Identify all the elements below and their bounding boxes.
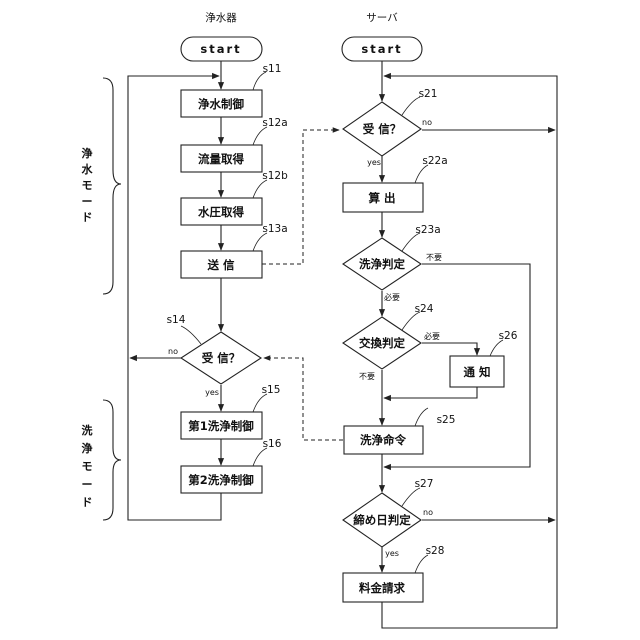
node-s12b-pressure-acquire: 水圧取得 s12b [181, 170, 288, 225]
svg-text:不要: 不要 [426, 253, 442, 262]
svg-text:s11: s11 [263, 63, 282, 75]
svg-text:s15: s15 [262, 384, 281, 396]
svg-text:必要: 必要 [384, 292, 400, 302]
svg-text:算 出: 算 出 [367, 191, 395, 205]
purifier-header: 浄水器 [205, 11, 237, 24]
svg-text:ー: ー [82, 478, 93, 491]
wash-mode-label: 洗 浄 モ ー ド [82, 423, 93, 509]
dashed-link-s13a-s21 [262, 130, 339, 264]
svg-text:モ: モ [82, 179, 93, 192]
node-s27-closing-date-judgment: 締め日判定 s27 no yes [343, 478, 433, 558]
svg-text:不要: 不要 [359, 372, 375, 381]
svg-text:流量取得: 流量取得 [198, 152, 244, 166]
svg-text:start: start [361, 42, 402, 56]
node-s25-wash-command: 洗浄命令 s25 [344, 408, 455, 454]
svg-text:浄水制御: 浄水制御 [198, 97, 244, 111]
node-s14-receive-decision: 受 信？ s14 no yes [167, 314, 261, 397]
node-s11-purification-control: 浄水制御 s11 [181, 63, 281, 117]
svg-text:s27: s27 [415, 478, 434, 490]
connector-s16-loop [128, 76, 221, 520]
connector-s24-s26 [422, 343, 477, 355]
svg-text:ド: ド [82, 211, 93, 224]
node-s22a-calculate: 算 出 s22a [343, 155, 448, 212]
svg-text:洗浄命令: 洗浄命令 [360, 433, 406, 447]
svg-text:必要: 必要 [424, 331, 440, 341]
dashed-link-s25-s14 [264, 358, 343, 440]
server-header: サーバ [366, 12, 398, 24]
connector-s26-merge [384, 387, 477, 398]
svg-text:受 信？: 受 信？ [363, 122, 402, 136]
node-s13a-send: 送 信 s13a [181, 223, 288, 278]
svg-text:s23a: s23a [415, 224, 440, 236]
svg-text:通 知: 通 知 [463, 365, 490, 379]
svg-text:送 信: 送 信 [206, 258, 235, 272]
svg-text:s22a: s22a [422, 155, 447, 167]
svg-text:s12b: s12b [262, 170, 288, 182]
svg-text:s14: s14 [167, 314, 186, 326]
node-s15-first-wash-control: 第1洗浄制御 s15 [181, 384, 280, 439]
purify-mode-brace [103, 78, 121, 294]
svg-text:s13a: s13a [262, 223, 287, 235]
svg-text:受 信？: 受 信？ [202, 351, 241, 365]
svg-text:no: no [422, 118, 432, 127]
svg-text:交換判定: 交換判定 [359, 336, 405, 350]
svg-text:ー: ー [82, 195, 93, 208]
svg-text:yes: yes [367, 158, 381, 167]
purifier-start-terminal: start [181, 37, 262, 61]
server-start-terminal: start [342, 37, 422, 61]
svg-text:yes: yes [385, 549, 399, 558]
svg-text:yes: yes [205, 388, 219, 397]
svg-text:start: start [200, 42, 241, 56]
svg-text:第1洗浄制御: 第1洗浄制御 [188, 419, 254, 433]
svg-text:締め日判定: 締め日判定 [353, 513, 411, 527]
node-s24-replacement-judgment: 交換判定 s24 必要 不要 [343, 303, 440, 381]
node-s26-notify: 通 知 s26 [450, 330, 518, 387]
svg-text:s25: s25 [437, 414, 456, 426]
svg-text:no: no [168, 347, 178, 356]
svg-text:s12a: s12a [262, 117, 287, 129]
node-s12a-flow-acquire: 流量取得 s12a [181, 117, 288, 172]
purify-mode-label: 浄 水 モ ー ド [82, 146, 94, 224]
svg-text:s21: s21 [419, 88, 438, 100]
svg-text:s26: s26 [499, 330, 518, 342]
node-s16-second-wash-control: 第2洗浄制御 s16 [181, 438, 282, 493]
node-s23a-wash-judgment: 洗浄判定 s23a 不要 必要 [343, 224, 442, 302]
svg-text:ド: ド [82, 496, 93, 509]
svg-text:浄: 浄 [82, 146, 93, 160]
svg-text:モ: モ [82, 460, 93, 473]
svg-text:s16: s16 [263, 438, 282, 450]
svg-text:洗浄判定: 洗浄判定 [359, 257, 405, 271]
svg-text:洗: 洗 [82, 423, 93, 437]
svg-text:水圧取得: 水圧取得 [198, 205, 244, 219]
svg-text:no: no [423, 508, 433, 517]
svg-text:料金請求: 料金請求 [359, 581, 405, 595]
svg-text:水: 水 [82, 162, 94, 176]
svg-text:第2洗浄制御: 第2洗浄制御 [188, 473, 254, 487]
svg-text:浄: 浄 [82, 441, 93, 455]
svg-text:s28: s28 [426, 545, 445, 557]
wash-mode-brace [103, 400, 121, 520]
svg-text:s24: s24 [415, 303, 434, 315]
